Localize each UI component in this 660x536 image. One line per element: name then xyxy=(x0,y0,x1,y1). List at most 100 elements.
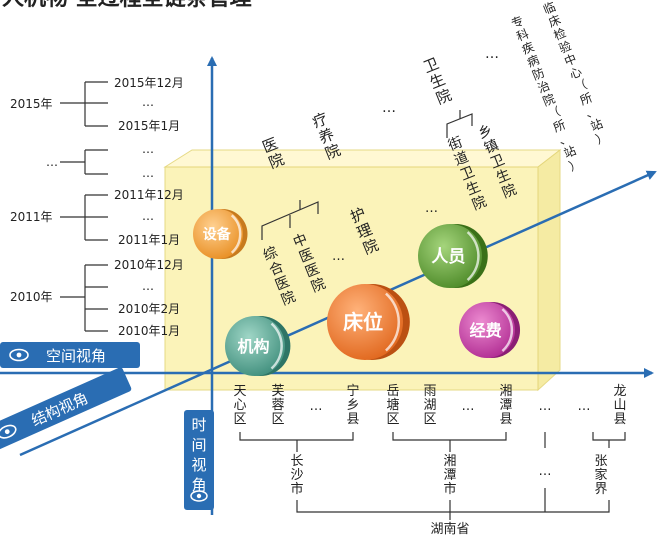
sphere-body xyxy=(327,284,403,360)
eye-icon xyxy=(190,490,208,502)
time-axis-label-c0: 时 xyxy=(191,416,206,434)
district-label: 心 xyxy=(233,398,246,413)
month-label: 2011年12月 xyxy=(114,188,184,202)
svg-text:、: 、 xyxy=(557,130,573,147)
district-label: 宁 xyxy=(346,383,359,399)
svg-text:中: 中 xyxy=(562,51,579,69)
svg-text:）: ） xyxy=(567,156,583,173)
district-label: 县 xyxy=(346,412,359,427)
month-label: … xyxy=(142,209,154,223)
svg-text:防: 防 xyxy=(530,65,547,83)
category-ellipsis: … xyxy=(382,100,396,116)
svg-text:院: 院 xyxy=(434,86,455,108)
structure-axis-label-box: 结构视角 xyxy=(0,367,132,451)
svg-text:心: 心 xyxy=(568,64,584,81)
month-label: 2015年1月 xyxy=(118,119,180,133)
sphere-body xyxy=(225,316,285,376)
svg-text:生: 生 xyxy=(464,179,483,199)
sphere-4: 经费 xyxy=(459,302,521,358)
district-label: 县 xyxy=(613,412,626,427)
sphere-2: 床位 xyxy=(327,284,410,360)
svg-text:站: 站 xyxy=(589,116,605,133)
district-label: 岳 xyxy=(386,384,399,399)
space-tree xyxy=(239,432,626,520)
sphere-label: 床位 xyxy=(343,310,383,334)
svg-text:所: 所 xyxy=(551,117,567,134)
city-label: 市 xyxy=(290,481,303,497)
svg-text:卫: 卫 xyxy=(421,54,442,76)
district-label: 雨 xyxy=(423,384,436,399)
svg-text:院: 院 xyxy=(541,91,557,108)
structure-ellipsis: … xyxy=(425,201,438,216)
svg-text:医: 医 xyxy=(303,261,322,281)
svg-text:疾: 疾 xyxy=(519,39,536,57)
district-label: 区 xyxy=(233,412,246,427)
svg-text:理: 理 xyxy=(354,220,375,242)
time-axis-label-c2: 视 xyxy=(191,456,206,474)
svg-text:综: 综 xyxy=(261,244,280,264)
month-label: … xyxy=(142,166,154,180)
district-label: 蓉 xyxy=(271,398,284,413)
svg-text:院: 院 xyxy=(266,150,287,172)
year-label: 2015年 xyxy=(10,97,53,111)
svg-text:验: 验 xyxy=(557,38,574,56)
svg-text:院: 院 xyxy=(309,276,328,296)
sphere-3: 人员 xyxy=(418,224,488,288)
district-label: 天 xyxy=(233,384,246,399)
district-ellipsis: … xyxy=(462,399,475,414)
month-label: … xyxy=(142,279,154,293)
cube-side-face xyxy=(537,148,561,392)
eye-icon xyxy=(0,424,17,439)
svg-text:治: 治 xyxy=(536,78,552,95)
category-sanatorium: 疗养院 xyxy=(310,109,343,163)
svg-text:乡: 乡 xyxy=(476,122,495,142)
svg-text:护: 护 xyxy=(348,204,369,226)
svg-text:站: 站 xyxy=(562,143,578,160)
time-axis-label-c1: 间 xyxy=(191,436,206,454)
time-axis-label-c3: 角 xyxy=(191,476,206,494)
time-tree xyxy=(60,81,108,332)
sphere-label: 机构 xyxy=(237,337,269,356)
month-label: 2015年12月 xyxy=(114,76,184,90)
sphere-body xyxy=(193,209,243,259)
category-hospital: 医院 xyxy=(260,134,287,172)
month-label: 2011年1月 xyxy=(118,233,180,247)
sphere-label: 人员 xyxy=(431,247,465,267)
city-ellipsis: … xyxy=(539,464,552,479)
svg-text:床: 床 xyxy=(547,13,563,30)
district-label: 乡 xyxy=(346,398,359,413)
city-label: 张 xyxy=(594,454,607,469)
svg-text:院: 院 xyxy=(500,182,519,202)
city-label: 市 xyxy=(443,481,456,497)
svg-text:疗: 疗 xyxy=(310,109,331,131)
month-label: … xyxy=(142,95,154,109)
time-labels: 2015年 2015年12月 … 2015年1月 … … … 2011年 201… xyxy=(10,76,184,338)
district-label: 区 xyxy=(423,412,436,427)
month-label: … xyxy=(142,142,154,156)
district-label: 县 xyxy=(499,412,512,427)
svg-text:所: 所 xyxy=(578,90,594,107)
svg-text:卫: 卫 xyxy=(488,152,507,172)
svg-text:院: 院 xyxy=(470,194,489,214)
sphere-body xyxy=(459,302,515,358)
svg-text:检: 检 xyxy=(551,25,568,43)
svg-text:道: 道 xyxy=(452,149,471,169)
month-label: 2010年12月 xyxy=(114,258,184,272)
month-label: 2010年1月 xyxy=(118,324,180,338)
structure-tree xyxy=(261,110,473,240)
time-axis-label-box: 时 间 视 角 xyxy=(184,410,214,510)
svg-text:镇: 镇 xyxy=(482,137,501,157)
top-heading-clipped: 人机物 全过程全链条管理 xyxy=(2,0,252,11)
sphere-body xyxy=(418,224,482,288)
svg-text:合: 合 xyxy=(267,259,286,279)
district-label: 芙 xyxy=(271,384,284,399)
svg-text:、: 、 xyxy=(583,103,599,120)
district-label: 潭 xyxy=(499,398,512,413)
svg-text:医: 医 xyxy=(260,134,281,156)
month-label: 2010年2月 xyxy=(118,302,180,316)
